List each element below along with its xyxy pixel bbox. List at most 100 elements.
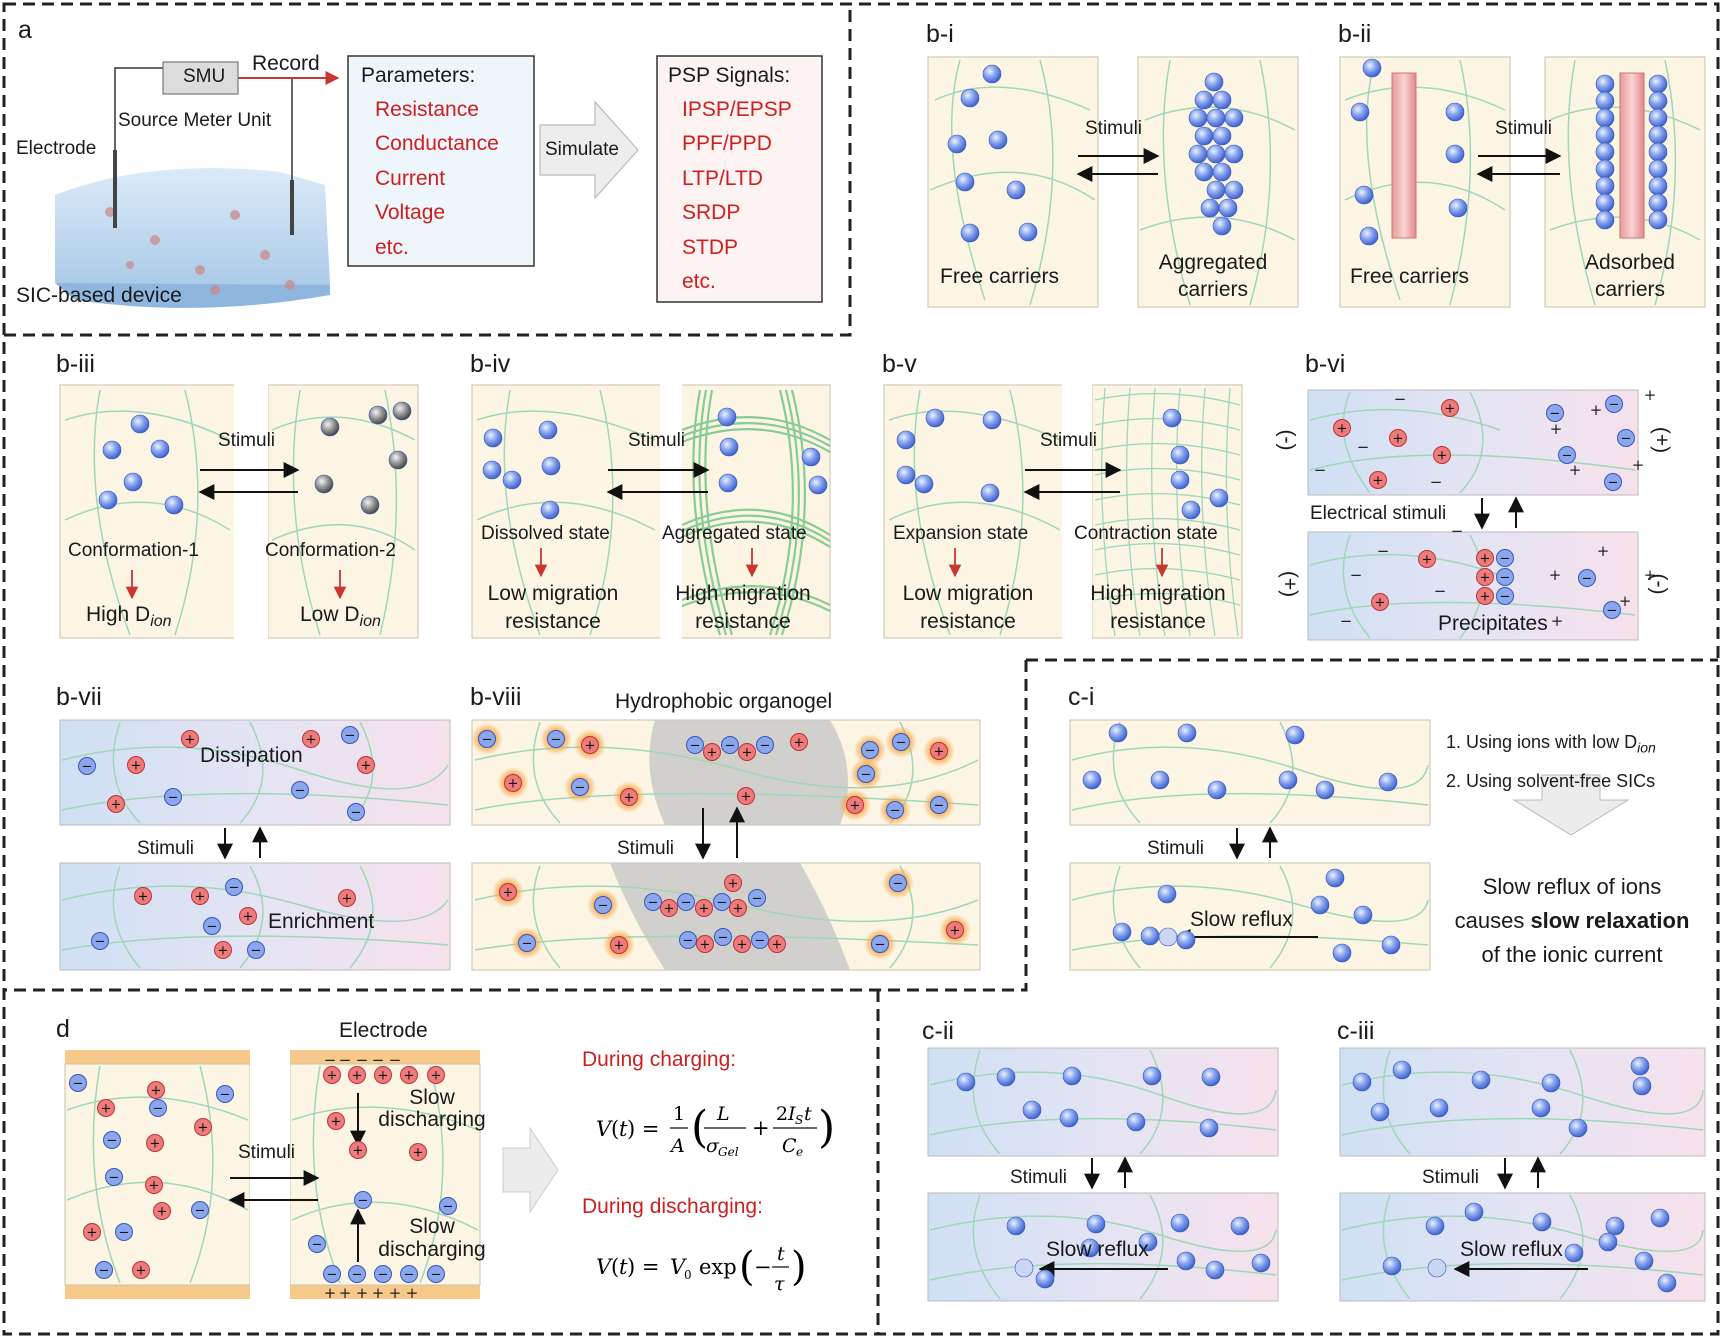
d-equation-arrow bbox=[502, 1126, 559, 1214]
anion: − bbox=[1603, 601, 1621, 619]
carrier-ball bbox=[1157, 884, 1177, 904]
svg-text:+: + bbox=[157, 1205, 168, 1220]
svg-text:−: − bbox=[295, 784, 306, 799]
svg-text:(: ( bbox=[739, 1244, 755, 1290]
carrier-ball bbox=[1206, 108, 1226, 128]
anion: − bbox=[78, 757, 96, 775]
panel-a bbox=[55, 55, 823, 308]
svg-text:−: − bbox=[760, 739, 771, 754]
cation: + bbox=[107, 795, 125, 813]
faded-carrier bbox=[1014, 1258, 1034, 1278]
svg-text:+: + bbox=[700, 938, 711, 953]
svg-text:+: + bbox=[850, 799, 861, 814]
charge-sign: − bbox=[324, 1051, 337, 1069]
svg-text:−: − bbox=[482, 733, 493, 748]
carrier-ball bbox=[1595, 142, 1615, 162]
charge-sign: + bbox=[406, 1284, 419, 1302]
carrier-ball bbox=[1471, 1070, 1491, 1090]
svg-text:+: + bbox=[361, 759, 372, 774]
b-iv-aggregated: Aggregated state bbox=[662, 523, 807, 544]
svg-text:+: + bbox=[772, 938, 783, 953]
cation: + bbox=[1476, 587, 1494, 605]
carrier-ball bbox=[1598, 1232, 1618, 1252]
d-discharging-title: During discharging: bbox=[582, 1195, 763, 1218]
panel-label-b-vi: b-vi bbox=[1305, 350, 1346, 378]
carrier-ball bbox=[1378, 772, 1398, 792]
particle-layer: +++++−−−−−−−−−++++++++++−−−−−−−−−−++++++… bbox=[69, 58, 1677, 1302]
svg-text:exp: exp bbox=[699, 1255, 737, 1279]
carrier-ball bbox=[1648, 108, 1668, 128]
b-vii-enrichment: Enrichment bbox=[268, 910, 375, 933]
svg-text:): ) bbox=[791, 1244, 807, 1290]
anion: − bbox=[882, 867, 914, 899]
svg-text:+: + bbox=[934, 745, 945, 760]
c-ii-stimuli: Stimuli bbox=[1010, 1167, 1068, 1188]
anion: − bbox=[247, 941, 265, 959]
cation: + bbox=[1418, 550, 1436, 568]
faded-carrier bbox=[1427, 1258, 1447, 1278]
svg-text:(: ( bbox=[611, 1117, 619, 1141]
carrier-ball bbox=[1150, 770, 1170, 790]
carrier-ball bbox=[1332, 943, 1352, 963]
carrier-ball bbox=[1126, 1112, 1146, 1132]
carrier-ball bbox=[1194, 126, 1214, 146]
svg-text:2: 2 bbox=[776, 1103, 788, 1125]
svg-text:+: + bbox=[794, 736, 805, 751]
svg-text:+: + bbox=[1480, 552, 1491, 567]
carrier-ball bbox=[1350, 102, 1370, 122]
charge-sign: + bbox=[1551, 612, 1564, 630]
params-title: Parameters: bbox=[361, 64, 476, 87]
cation: + bbox=[1369, 471, 1387, 489]
panel-label-b-viii: b-viii bbox=[470, 683, 522, 711]
svg-text:σ: σ bbox=[706, 1135, 720, 1157]
svg-text:−: − bbox=[522, 937, 533, 952]
b-iii-stimuli: Stimuli bbox=[218, 430, 276, 451]
svg-text:) =: ) = bbox=[627, 1255, 659, 1279]
panel-label-c-iii: c-iii bbox=[1337, 1017, 1375, 1045]
b-viii-stimuli: Stimuli bbox=[617, 838, 675, 859]
carrier-ball bbox=[1207, 780, 1227, 800]
c-i-result-1: Slow reflux of ions bbox=[1482, 874, 1662, 899]
carrier-ball bbox=[164, 495, 184, 515]
carrier-ball bbox=[1035, 1269, 1055, 1289]
carrier-ball bbox=[1605, 1216, 1625, 1236]
charge-sign: + bbox=[1569, 461, 1582, 479]
carrier-ball bbox=[1224, 180, 1244, 200]
anion: − bbox=[374, 1265, 392, 1283]
svg-text:V: V bbox=[670, 1255, 687, 1279]
grey-carrier bbox=[388, 450, 408, 470]
panel-b-iii bbox=[59, 380, 419, 642]
anion: − bbox=[864, 928, 896, 960]
anion: − bbox=[1605, 395, 1623, 413]
anion: − bbox=[714, 928, 732, 946]
carrier-ball bbox=[1230, 1216, 1250, 1236]
panel-label-c-i: c-i bbox=[1068, 683, 1095, 711]
svg-text:−: − bbox=[358, 1194, 369, 1209]
carrier-ball bbox=[1632, 1076, 1652, 1096]
panel-label-d: d bbox=[56, 1015, 70, 1043]
cation: + bbox=[214, 941, 232, 959]
svg-text:+: + bbox=[378, 1069, 389, 1084]
anion: − bbox=[756, 736, 774, 754]
svg-text:+: + bbox=[327, 1069, 338, 1084]
carrier-ball bbox=[996, 1067, 1016, 1087]
b-iii-conformation-2: Conformation-2 bbox=[265, 540, 396, 561]
svg-text:+: + bbox=[624, 791, 635, 806]
cation: + bbox=[574, 729, 606, 761]
cation: + bbox=[613, 781, 645, 813]
carrier-ball bbox=[988, 130, 1008, 150]
svg-text:+: + bbox=[150, 1137, 161, 1152]
carrier-ball bbox=[1059, 1108, 1079, 1128]
cation: + bbox=[239, 907, 257, 925]
smu-box bbox=[162, 61, 239, 95]
carrier-ball bbox=[1082, 770, 1102, 790]
c-i-slow-reflux: Slow reflux bbox=[1190, 908, 1293, 931]
anion: − bbox=[1558, 446, 1576, 464]
cation: + bbox=[939, 914, 971, 946]
svg-text:−: − bbox=[875, 938, 886, 953]
carrier-ball bbox=[1448, 198, 1468, 218]
device-label: SIC-based device bbox=[16, 284, 182, 307]
record-label: Record bbox=[252, 52, 320, 75]
